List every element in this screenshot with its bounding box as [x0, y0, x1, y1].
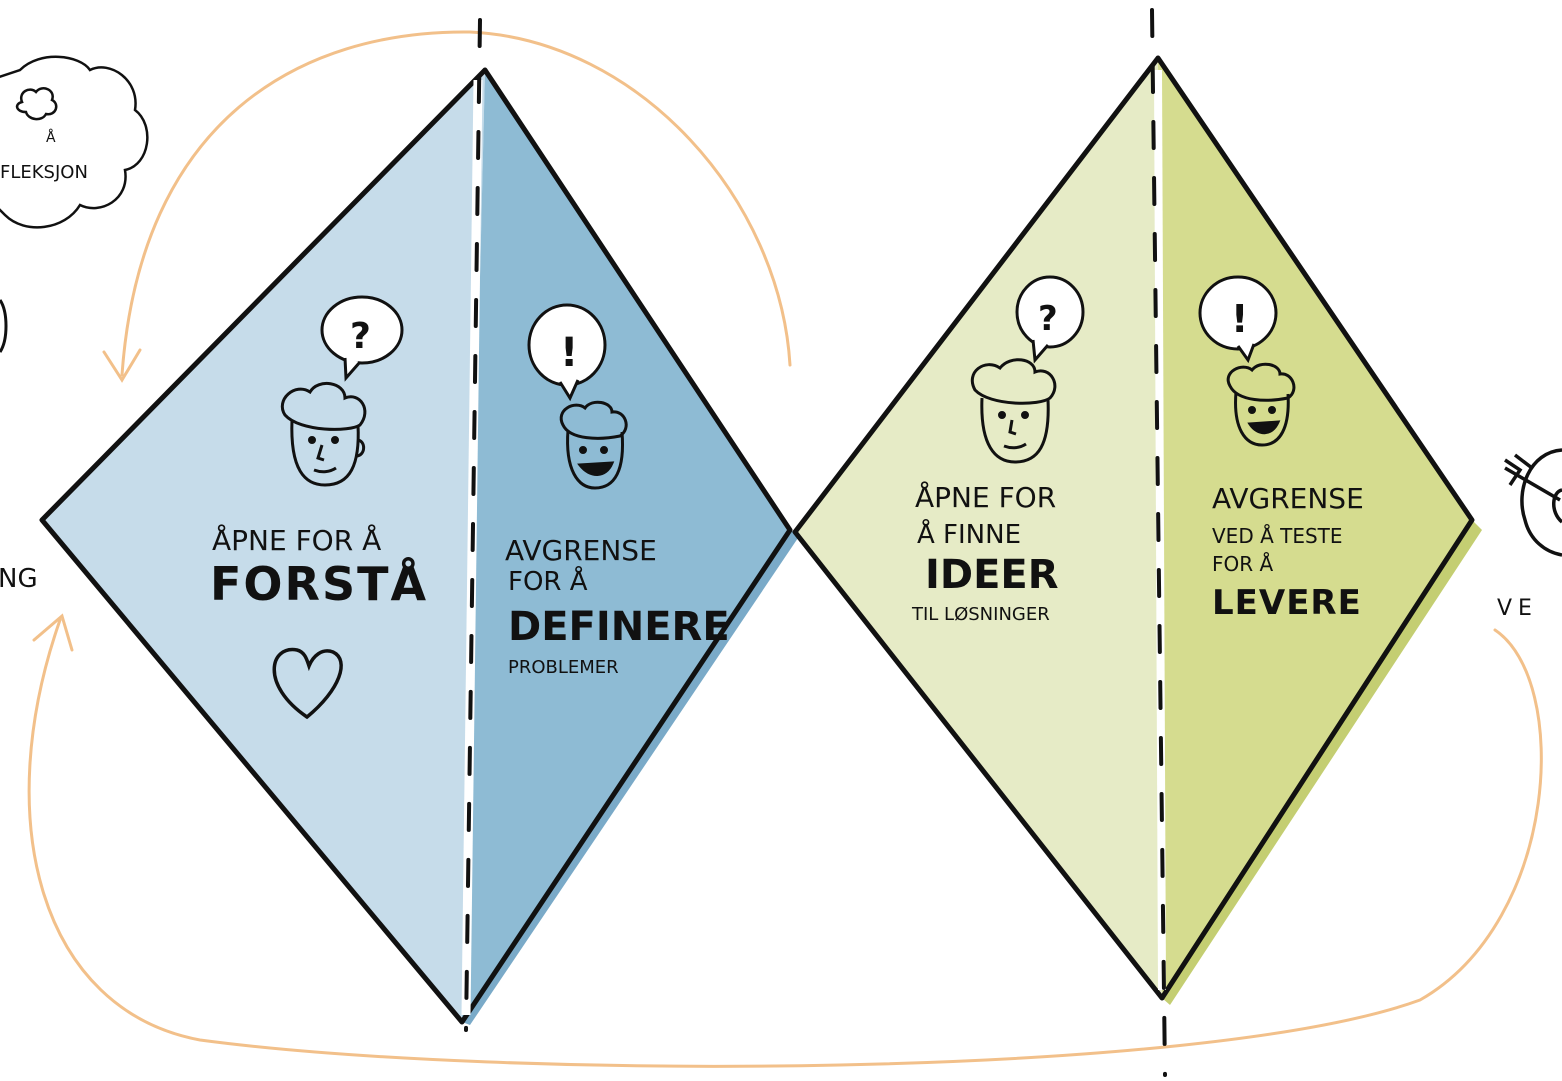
develop-line1: ÅPNE FOR [915, 480, 1056, 514]
define-line1: AVGRENSE [505, 534, 657, 567]
reflection-cloud: Å FLEKSJON [0, 55, 149, 229]
question-bubble-2: ? [1015, 275, 1085, 364]
quadrant-discover: ? ÅPNE FOR Å FORSTÅ [210, 295, 428, 720]
develop-line4: TIL LØSNINGER [911, 604, 1050, 625]
cloud-label: FLEKSJON [0, 162, 88, 183]
left-partial-circle [0, 299, 8, 353]
diamond-discover-define [39, 67, 800, 1025]
question-bubble: ? [320, 295, 404, 382]
top-loop-arrowhead [102, 348, 142, 383]
deliver-line3: FOR Å [1212, 552, 1274, 576]
discover-line2: FORSTÅ [210, 557, 428, 611]
deliver-line4: LEVERE [1212, 583, 1362, 623]
diamond2-outline [792, 55, 1475, 1001]
quadrant-define: ! AVGRENSE FOR Å DEFINERE PROBLEMER [505, 303, 730, 678]
cloud-outline [0, 55, 149, 229]
define-line3: DEFINERE [508, 604, 730, 650]
deliver-shadow [1162, 520, 1482, 1005]
quadrant-deliver: ! AVGRENSE VED Å TESTE FOR Å LEVERE [1198, 275, 1364, 623]
diamond1-outline [39, 67, 793, 1025]
thinking-face-icon-2 [971, 358, 1057, 464]
heart-icon [272, 647, 343, 720]
question-mark-2: ? [1038, 299, 1058, 339]
define-half [462, 70, 790, 1022]
happy-face-icon-2 [1226, 362, 1296, 447]
cloud-small-letter: Å [46, 129, 56, 146]
exclamation-mark: ! [560, 330, 578, 376]
thinking-face-icon [281, 382, 367, 487]
bottom-loop-arrow [27, 618, 1543, 1068]
deliver-line2: VED Å TESTE [1212, 524, 1343, 548]
bottom-loop-arrowhead [32, 613, 74, 652]
divider-2 [1150, 8, 1167, 1077]
develop-line2: Å FINNE [917, 518, 1021, 550]
phase-dividers [464, 8, 1167, 1077]
define-shadow [462, 530, 800, 1025]
define-line2: FOR Å [508, 565, 588, 597]
left-edge-label: NG [0, 564, 38, 594]
exclamation-mark-2: ! [1231, 297, 1248, 341]
right-edge-label: VE [1497, 596, 1538, 621]
quadrant-develop: ? ÅPNE FOR Å FINNE IDEER TIL LØSNINGER [911, 275, 1085, 625]
brain-icon [15, 87, 58, 121]
define-line4: PROBLEMER [508, 657, 619, 678]
exclamation-bubble: ! [527, 303, 607, 402]
develop-line3: IDEER [925, 552, 1059, 598]
deliver-line1: AVGRENSE [1212, 482, 1364, 515]
target-arrow-icon [1504, 448, 1562, 557]
top-loop-arrow [120, 30, 792, 377]
divider-1 [464, 18, 482, 1032]
discover-line1: ÅPNE FOR Å [212, 523, 381, 557]
exclamation-bubble-2: ! [1198, 275, 1278, 364]
question-mark: ? [350, 316, 371, 357]
diamond-develop-deliver [792, 55, 1482, 1005]
happy-face-icon [559, 400, 628, 490]
